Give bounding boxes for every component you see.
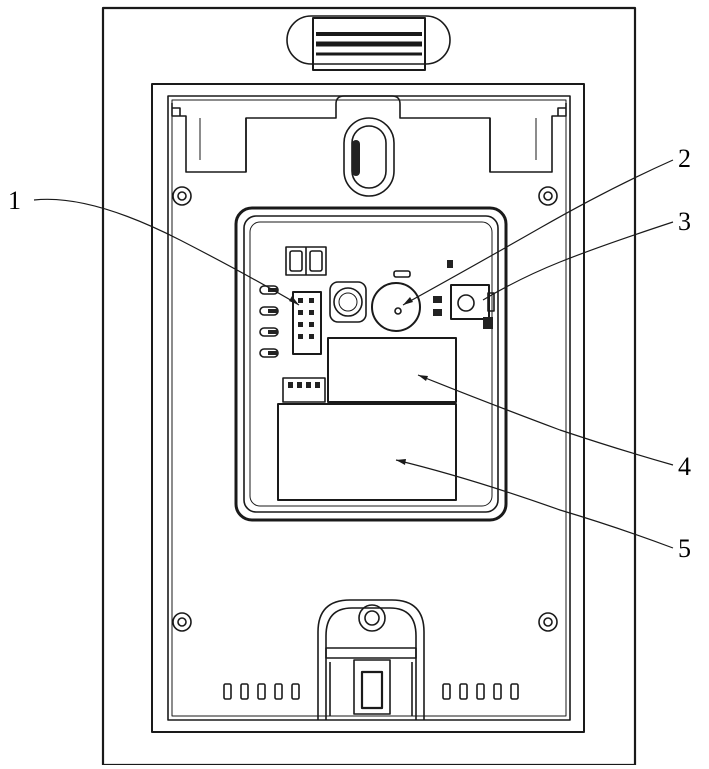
wire-connector bbox=[282, 377, 326, 403]
label-5: 5 bbox=[678, 534, 691, 563]
reference-labels: 1 2 3 4 5 bbox=[8, 144, 691, 563]
label-1: 1 bbox=[8, 186, 21, 215]
leader-line-2 bbox=[402, 159, 674, 306]
vent-slots-left bbox=[223, 683, 300, 700]
module-4 bbox=[327, 337, 457, 403]
bottom-clip bbox=[317, 599, 425, 720]
dual-chip bbox=[285, 246, 327, 276]
label-2: 2 bbox=[678, 144, 691, 173]
status-leds bbox=[259, 285, 279, 358]
top-bracket bbox=[171, 95, 567, 173]
keyhole-slot bbox=[343, 117, 395, 197]
screw-top-left bbox=[172, 186, 192, 206]
pcb-window bbox=[234, 206, 508, 522]
label-4: 4 bbox=[678, 452, 691, 481]
vent-slots-right bbox=[442, 683, 519, 700]
leader-line-4 bbox=[417, 374, 674, 466]
leader-line-3 bbox=[482, 221, 674, 301]
leader-line-1 bbox=[33, 198, 300, 306]
tamper-switch bbox=[433, 260, 495, 329]
label-3: 3 bbox=[678, 207, 691, 236]
leader-arrowheads bbox=[289, 296, 428, 465]
buzzer bbox=[371, 270, 421, 332]
leader-line-5 bbox=[395, 459, 674, 549]
leader-lines bbox=[33, 159, 674, 549]
screw-bottom-right bbox=[538, 612, 558, 632]
screw-top-right bbox=[538, 186, 558, 206]
outer-housing bbox=[101, 6, 637, 767]
connector-header bbox=[292, 291, 322, 355]
inner-tray bbox=[151, 83, 585, 733]
top-latch bbox=[286, 15, 451, 71]
round-coil bbox=[329, 281, 367, 323]
module-5 bbox=[277, 403, 457, 501]
screw-bottom-left bbox=[172, 612, 192, 632]
